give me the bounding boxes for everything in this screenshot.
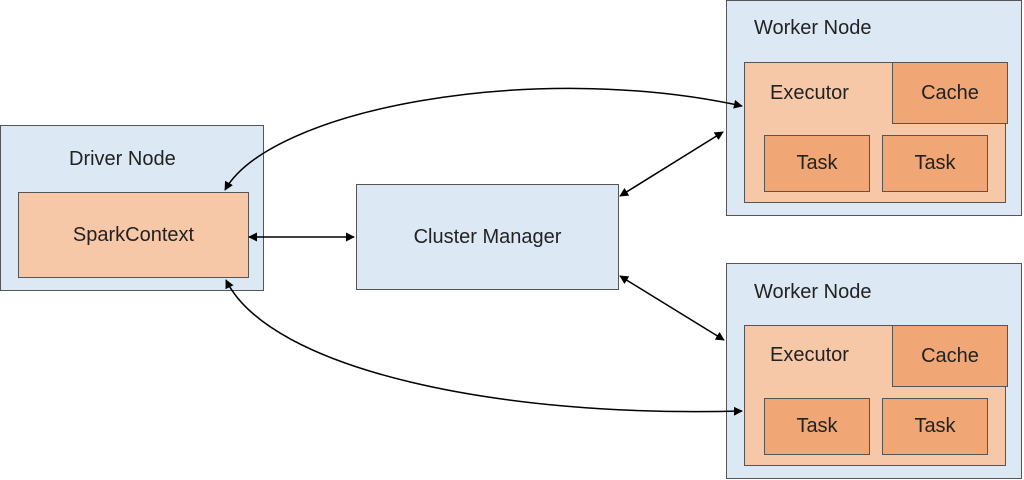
worker-node-1: Worker Node Executor Cache Task Task xyxy=(726,0,1022,216)
task-box: Task xyxy=(882,398,988,455)
spark-context-label: SparkContext xyxy=(72,223,195,246)
driver-node-title: Driver Node xyxy=(69,148,176,170)
task-label: Task xyxy=(914,415,956,437)
arrow-driver-to-worker-2 xyxy=(225,279,743,416)
cluster-manager-box: Cluster Manager xyxy=(356,184,619,290)
task-label: Task xyxy=(796,152,838,174)
cache-label: Cache xyxy=(921,81,979,104)
cache-box: Cache xyxy=(892,62,1008,124)
cache-label: Cache xyxy=(921,344,979,367)
task-box: Task xyxy=(764,135,870,192)
spark-context-box: SparkContext xyxy=(18,192,249,278)
executor-label: Executor xyxy=(770,82,849,104)
cache-box: Cache xyxy=(892,325,1008,387)
executor-box: Executor Cache Task Task xyxy=(744,62,1008,203)
driver-node: Driver Node SparkContext xyxy=(0,125,264,291)
cluster-manager-label: Cluster Manager xyxy=(413,225,562,248)
task-label: Task xyxy=(796,415,838,437)
worker-node-title: Worker Node xyxy=(754,281,872,303)
task-box: Task xyxy=(882,135,988,192)
worker-node-title: Worker Node xyxy=(754,17,872,39)
task-label: Task xyxy=(914,152,956,174)
executor-box: Executor Cache Task Task xyxy=(744,325,1008,466)
executor-label: Executor xyxy=(770,344,849,366)
worker-node-2: Worker Node Executor Cache Task Task xyxy=(726,263,1022,479)
arrow-cluster-manager-to-worker-1 xyxy=(619,131,724,197)
arrow-driver-to-worker-1 xyxy=(224,87,743,191)
task-box: Task xyxy=(764,398,870,455)
arrow-cluster-manager-to-worker-2 xyxy=(619,275,725,341)
